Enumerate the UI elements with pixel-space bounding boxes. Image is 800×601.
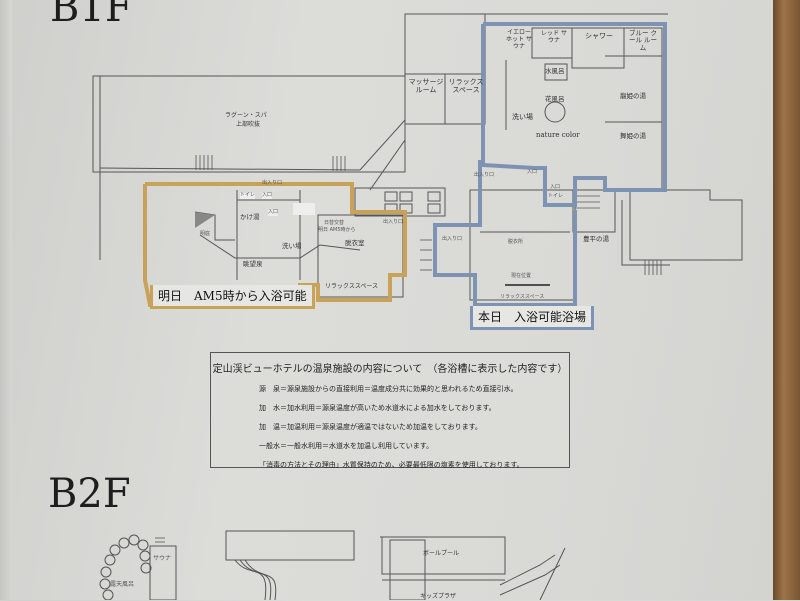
entrance-right1: 入口: [527, 169, 538, 175]
today-outline: [481, 22, 667, 207]
flower-bath: 花風呂: [545, 95, 565, 103]
relax-space-left: リラックススペース: [325, 283, 379, 290]
blue-cool-room: ブルー クール ルーム: [628, 29, 658, 52]
red-sauna: レッド サウナ: [541, 30, 567, 44]
view-bath: 眺望泉: [243, 260, 263, 268]
toyohira-bath: 豊平の湯: [583, 235, 609, 243]
info-row: 源 泉＝源泉施設からの直接利用＝温度成分共に効果的と思われるため直接引水。: [259, 385, 518, 393]
hot-spring-info-box: 定山渓ビューホテルの温泉施設の内容について （各浴槽に表示した内容です） 源 泉…: [210, 352, 570, 469]
alternate-sub: 明日 AM5時から: [318, 227, 356, 233]
relax-space-upper: リラックス スペース: [448, 78, 484, 95]
sign-edge: [0, 0, 12, 600]
garden: 明庭: [200, 231, 211, 237]
b2f-ball-pool: ボールプール: [423, 550, 460, 557]
current-position: 現在位置: [511, 273, 532, 279]
toilet-right: トイレ: [548, 193, 564, 199]
entrance-mid: 入口: [268, 209, 279, 216]
exit-right1: 出入り口: [474, 172, 495, 178]
b2f-kids: キッズプラザ: [420, 593, 457, 600]
kakeyu: かけ湯: [240, 213, 260, 221]
cold-bath: 水風呂: [545, 67, 565, 75]
info-row: 一般水＝一般水利用＝水道水を加温し利用しています。: [259, 442, 434, 450]
info-row: 加 温＝加温利用＝源泉温度が適温ではないため加温をしております。: [259, 423, 482, 431]
today-banner: 本日 入浴可能浴場: [470, 306, 595, 330]
exit-right2: 出入り口: [442, 236, 463, 242]
alternate-label: 日替交替: [324, 220, 345, 226]
wash-area-left: 洗い場: [282, 242, 302, 250]
exit-top: 出入り口: [262, 180, 283, 186]
tomorrow-banner: 明日 AM5時から入浴可能: [150, 285, 315, 309]
toilet-left: トイレ: [240, 192, 256, 199]
info-title: 定山渓ビューホテルの温泉施設の内容について （各浴槽に表示した内容です）: [212, 364, 568, 375]
wash-area-right: 洗い場: [512, 113, 533, 121]
today-outline-lower: [433, 160, 577, 307]
massage-room: マッサージ ルーム: [408, 78, 444, 95]
info-row: 加 水＝加水利用＝源泉温度が高いため水道水による加水をしております。: [259, 404, 496, 412]
wooden-frame: [773, 0, 800, 600]
dressing-room-right: 脱衣所: [508, 239, 524, 245]
b2f-rotenburo: 露天風呂: [110, 581, 135, 588]
entrance-right2: 入口: [550, 184, 561, 190]
yellow-hot-sauna: イエロー ホット サウナ: [506, 29, 532, 50]
nature-color: nature color: [536, 131, 580, 139]
lagoon-spa-label: ラグーン・スパ: [225, 112, 267, 119]
dressing-room-left: 脱衣室: [345, 239, 365, 247]
relax-space-right: リラックススペース: [500, 294, 545, 300]
shower: シャワー: [585, 32, 613, 40]
stairs-shaded: [195, 212, 215, 228]
floor-title-b2f: B2F: [48, 471, 131, 517]
lagoon-spa-sub: 上部吹抜: [236, 121, 261, 128]
b2f-sauna: サウナ: [153, 555, 172, 562]
bath-a: 龍姫の湯: [620, 92, 646, 100]
info-row: 「消毒の方法とその理由」水質保持のため、必要最低限の塩素を使用しております。: [259, 461, 524, 469]
exit-left2: 出入り口: [383, 219, 404, 225]
entrance-left: 入口: [262, 192, 273, 199]
floor-title-b1f: B1F: [50, 0, 133, 31]
bath-b: 舞姫の湯: [620, 132, 646, 140]
